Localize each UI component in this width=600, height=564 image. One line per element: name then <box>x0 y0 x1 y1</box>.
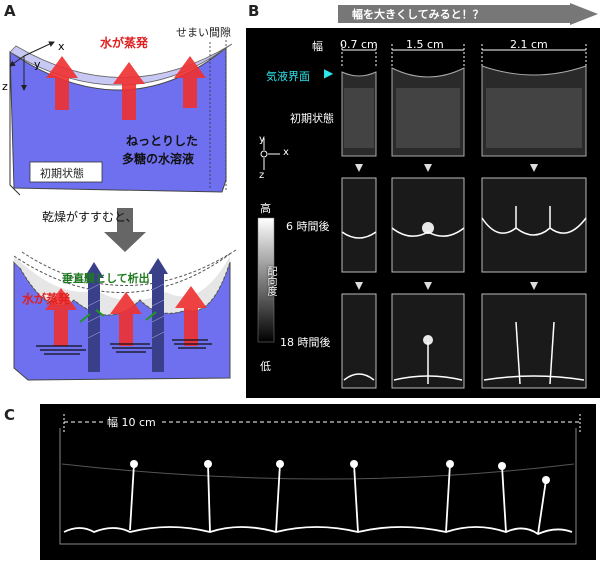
axis-y-label-a: y <box>34 58 41 71</box>
panel-c-container <box>59 428 577 545</box>
layer-lines <box>36 339 212 355</box>
vertical-membrane-label: 垂直膜として析出 <box>62 272 150 285</box>
panel-c-image <box>40 404 596 560</box>
initial-state-box <box>29 161 103 183</box>
axis-z-label-b: z <box>259 170 265 181</box>
row-18h-images <box>341 293 587 389</box>
panel-c-width-label: 幅 10 cm <box>104 414 159 430</box>
panel-b-label: B <box>248 2 260 20</box>
membrane-columns <box>84 258 168 372</box>
row-6h-label: 6 時間後 <box>286 220 330 233</box>
drying-arrow <box>104 208 146 252</box>
green-flow-arrows <box>79 309 157 323</box>
panel-c-label: C <box>4 406 16 424</box>
width-0-7: 0.7 cm <box>340 38 378 51</box>
panel-a-diagram <box>9 40 237 381</box>
banner-arrow <box>338 3 598 25</box>
orientation-scale-bar <box>257 217 275 343</box>
width-2-1: 2.1 cm <box>510 38 548 51</box>
evaporation-arrows-initial <box>46 56 206 120</box>
narrow-gap-label: せまい間隙 <box>176 26 231 39</box>
axis-y-label-b: y <box>259 134 265 145</box>
axis-x-label-a: x <box>58 40 65 53</box>
banner-text: 幅を大きくしてみると！？ <box>352 8 484 21</box>
initial-state-label: 初期状態 <box>40 167 84 180</box>
width-label-b: 幅 <box>312 40 323 53</box>
panel-a-label: A <box>4 2 16 20</box>
solution-label-line2: 多糖の水溶液 <box>122 152 195 166</box>
evaporation-arrows-dried <box>45 286 207 346</box>
scale-low-label: 低 <box>260 360 271 373</box>
axis-z-label-a: z <box>2 80 8 93</box>
axis-x-label-b: x <box>283 147 289 158</box>
axis-arrows-a <box>9 41 55 91</box>
evaporation-label: 水が蒸発 <box>100 36 149 50</box>
scale-high-label: 高 <box>260 202 271 215</box>
evaporation-label-2: 水が蒸発 <box>22 292 71 306</box>
interface-arrow: ▶ <box>324 66 334 80</box>
row-18h-label: 18 時間後 <box>280 336 331 349</box>
panel-b-image <box>246 28 600 398</box>
row-initial-label: 初期状態 <box>290 112 334 125</box>
width-1-5: 1.5 cm <box>406 38 444 51</box>
solution-label-line1: ねっとりした <box>126 134 199 148</box>
interface-label: 気液界面 <box>266 70 310 83</box>
panel-c-membranes <box>63 463 573 536</box>
scale-title-label: 配向度 <box>265 266 276 296</box>
drying-label: 乾燥がすすむと、 <box>42 210 138 224</box>
